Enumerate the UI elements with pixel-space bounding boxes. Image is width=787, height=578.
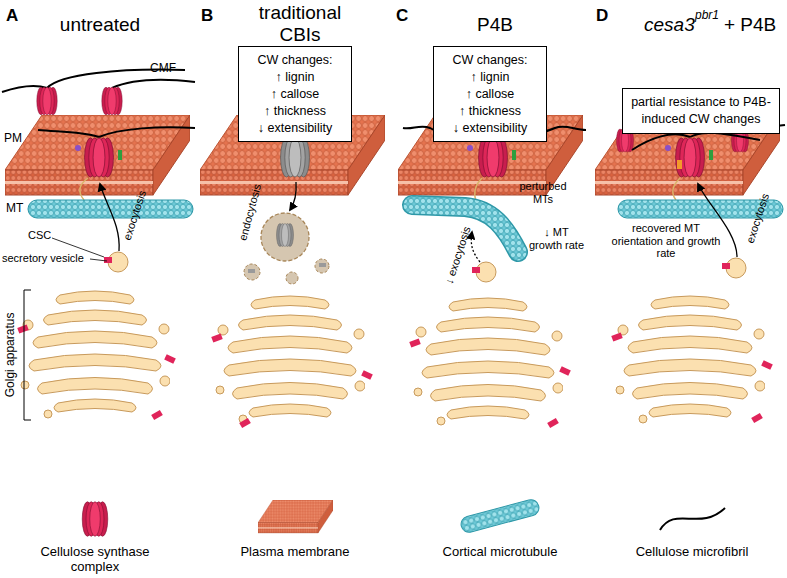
csc-cargo (472, 267, 480, 273)
csc-cargo (611, 332, 622, 341)
panel-letter: C (396, 6, 408, 26)
box-line: ↑ thickness (438, 103, 542, 120)
text-box: CW changes:↑ lignin↑ callose↑ thickness↓… (433, 46, 547, 142)
panel-title: P4B (445, 14, 545, 36)
csc-partner (709, 150, 713, 160)
csc-partner (118, 150, 122, 160)
box-line: ↑ lignin (243, 69, 347, 86)
panel-title: + P4B (724, 14, 776, 36)
bracket (24, 290, 31, 420)
box-line: ↑ callose (243, 86, 347, 103)
part-label: Golgi apparatus (4, 313, 18, 398)
panel-letter: B (201, 6, 213, 26)
csc-symbol (37, 87, 57, 115)
panel-title: untreated (45, 14, 155, 36)
legend-text: Cellulose synthase complex (35, 545, 155, 575)
golgi-symbol (216, 296, 365, 423)
legend-text: Plasma membrane (230, 545, 360, 560)
effect-label: perturbed MTs (512, 180, 574, 205)
golgi-symbol (414, 298, 563, 425)
legend-microfibril-sample (660, 508, 725, 530)
part-label: CMF (150, 62, 176, 76)
microtubule (28, 200, 193, 218)
csc-symbol (277, 224, 294, 247)
golgi-symbol (21, 291, 170, 418)
csc-partner (512, 150, 516, 160)
csc-cargo (151, 410, 163, 420)
box-line: ↓ extensibility (438, 120, 542, 137)
box-heading: CW changes: (243, 52, 347, 69)
exocytosis-arrow (100, 184, 119, 251)
vesicle-fragment (244, 264, 260, 280)
csc-cargo (164, 354, 176, 364)
legend-text: Cortical microtubule (430, 545, 570, 560)
pbr1-mutation (677, 160, 682, 169)
legend-microtubule-sample (459, 498, 540, 534)
csc-cargo (104, 257, 112, 263)
text-box: partial resistance to P4B-induced CW cha… (622, 88, 780, 134)
csc-cargo (722, 263, 730, 269)
microfibril (99, 127, 195, 137)
csc-cargo (547, 418, 559, 428)
box-heading: CW changes: (438, 52, 542, 69)
csc-cargo (239, 418, 251, 428)
endocytic-vesicle (261, 213, 309, 261)
box-line: ↓ extensibility (243, 120, 347, 137)
csc-partner (75, 145, 81, 151)
golgi-symbol (616, 296, 765, 423)
vesicle-fragment (315, 259, 329, 273)
csc-fragment (319, 263, 326, 267)
microfibril (112, 80, 195, 88)
allele-superscript: pbr1 (695, 9, 719, 23)
csc-cargo (17, 324, 28, 333)
endocytosis-arrow (290, 182, 296, 210)
csc-symbol (676, 138, 705, 177)
legend-membrane-sample (258, 500, 333, 533)
process-label: ↓ exocytosis (443, 224, 474, 285)
legend-text: Cellulose microfibril (622, 545, 762, 560)
panel-title: traditional CBIs (240, 2, 360, 46)
csc-cargo (751, 413, 763, 423)
part-label: secretory vesicle (2, 252, 84, 265)
vesicle-fragment (286, 272, 298, 284)
csc-fragment (248, 269, 255, 273)
csc-symbol (85, 138, 114, 177)
box-heading: partial resistance to P4B-induced CW cha… (627, 94, 775, 128)
csc-partner (467, 145, 473, 151)
effect-label: ↓ MT growth rate (528, 226, 585, 251)
reduced-exocytosis-arrow (471, 232, 480, 262)
csc-cargo (361, 370, 373, 380)
leader-line (90, 259, 107, 261)
csc-symbol (102, 87, 122, 115)
csc-cargo (761, 360, 773, 370)
panel-letter: A (6, 6, 18, 26)
csc-cargo (211, 333, 222, 342)
tether (80, 178, 88, 200)
csc-cargo (559, 366, 571, 376)
box-line: ↑ thickness (243, 103, 347, 120)
box-line: ↑ callose (438, 86, 542, 103)
csc-cargo (409, 338, 420, 347)
part-label: MT (6, 202, 23, 216)
tether (673, 178, 680, 200)
csc-partner (665, 145, 671, 151)
box-line: ↑ lignin (438, 69, 542, 86)
panel-title: cesa3 (644, 14, 695, 36)
part-label: CSC (28, 229, 51, 242)
csc-symbol (281, 138, 310, 177)
text-box: CW changes:↑ lignin↑ callose↑ thickness↓… (238, 46, 352, 142)
legend-csc-sample (82, 502, 108, 537)
panel-letter: D (596, 6, 608, 26)
plasma-membrane (200, 115, 385, 195)
microfibril (38, 130, 99, 137)
csc-symbol (479, 138, 508, 177)
effect-label: recovered MT orientation and growth rate (610, 222, 722, 260)
part-label: PM (4, 132, 22, 146)
